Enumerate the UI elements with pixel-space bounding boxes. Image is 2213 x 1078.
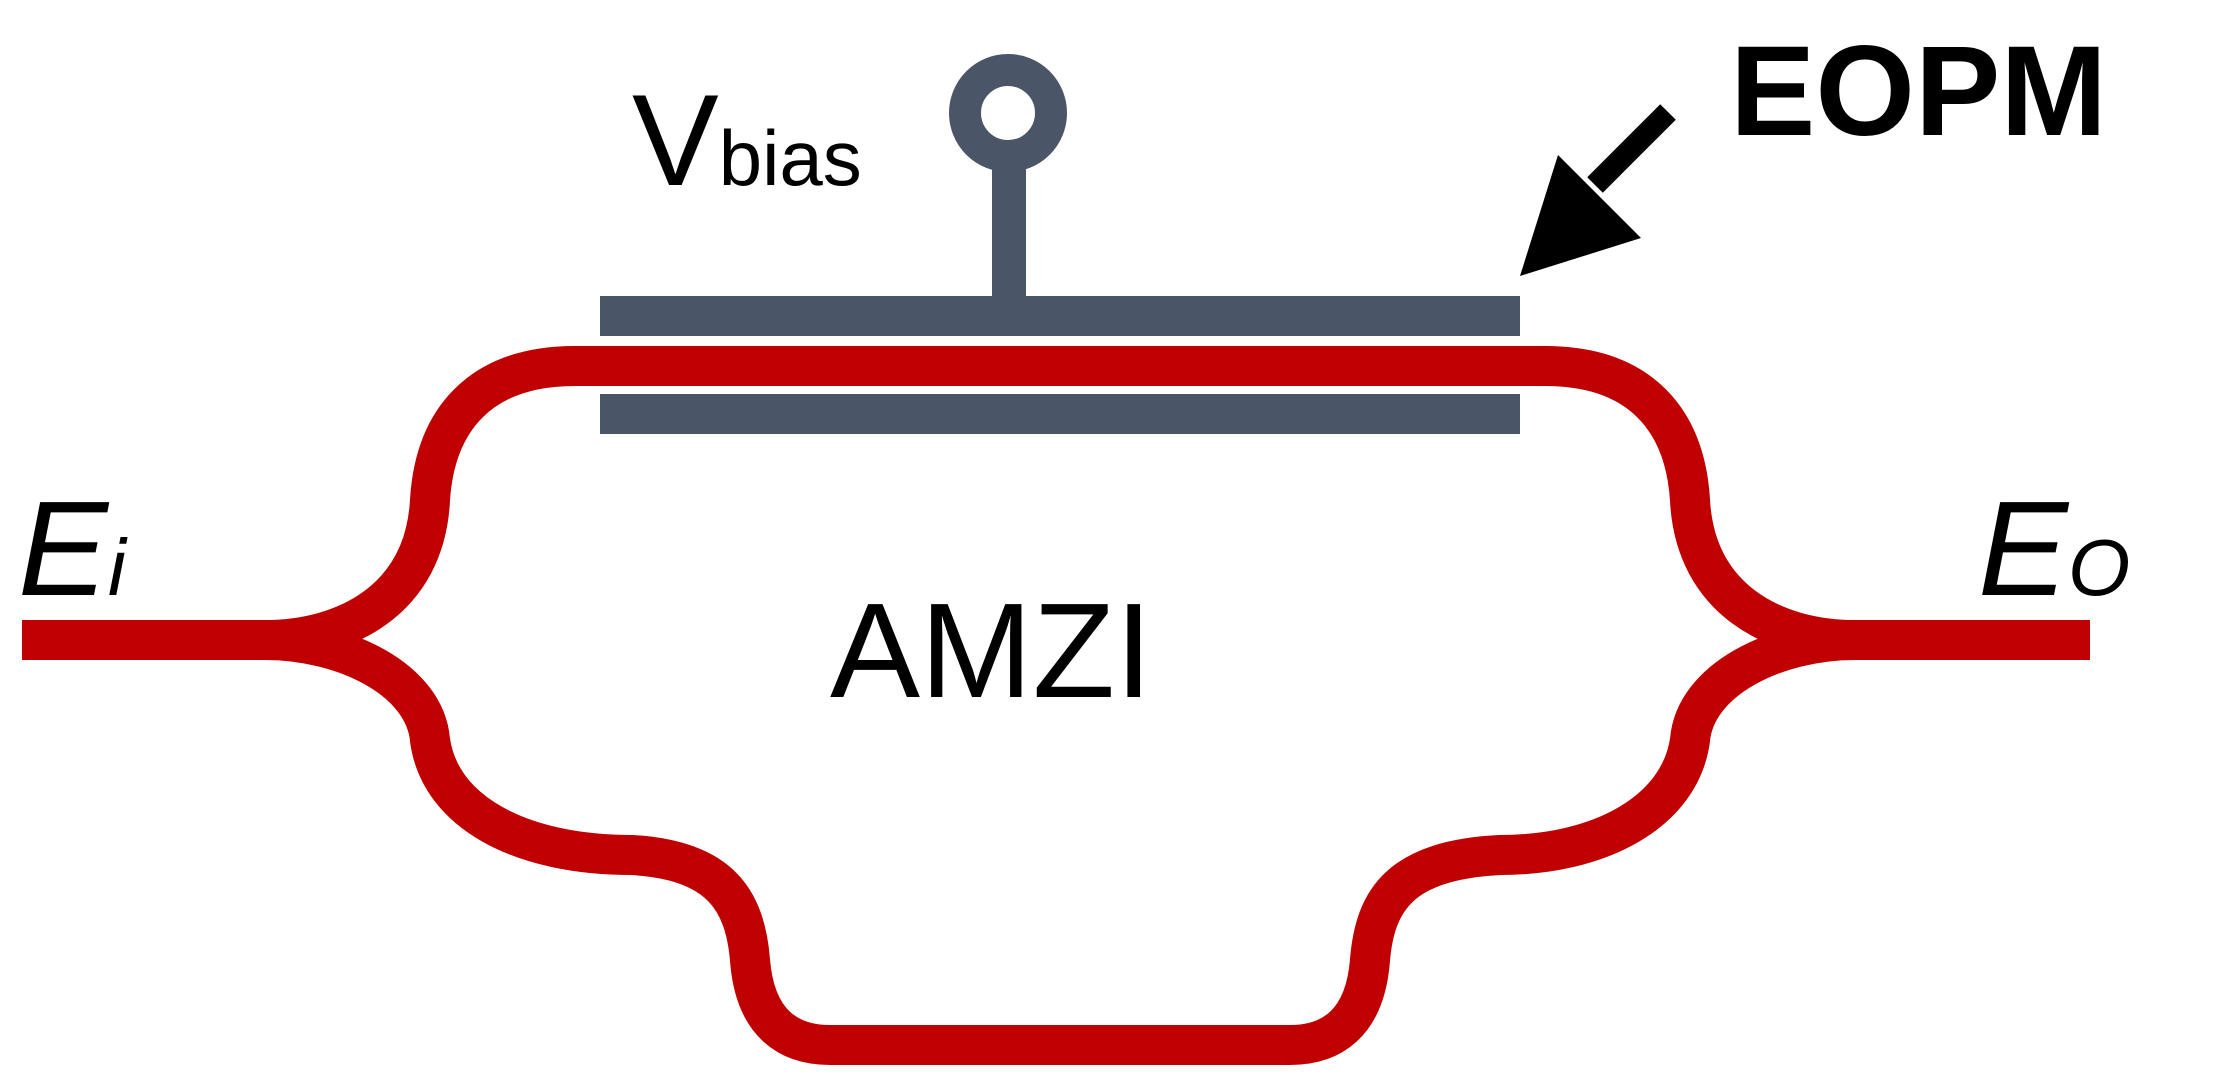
top-electrode [600,296,1520,336]
amzi-label: AMZI [830,575,1152,726]
waveguides [22,346,2090,1065]
input-field-label: Ei [18,473,128,624]
input-field-symbol: E [18,473,110,624]
upper-arm-waveguide [264,346,1856,660]
eopm-electrodes [600,54,1520,434]
bias-contact-pad [949,54,1067,172]
bias-voltage-label: Vbias [632,67,862,213]
input-field-subscript: i [108,523,128,612]
output-field-subscript: O [2068,523,2130,612]
bias-stem [992,150,1026,300]
output-field-label: EO [1978,473,2130,624]
bottom-electrode [600,394,1520,434]
bias-voltage-subscript: bias [719,114,862,202]
eopm-arrow [1520,104,1676,276]
output-field-symbol: E [1978,473,2070,624]
eopm-arrow-shaft [1587,104,1676,193]
eopm-arrow-head [1520,155,1641,276]
eopm-label: EOPM [1730,20,2107,163]
lower-arm-waveguide [264,620,1856,1065]
bias-voltage-symbol: V [632,67,719,213]
